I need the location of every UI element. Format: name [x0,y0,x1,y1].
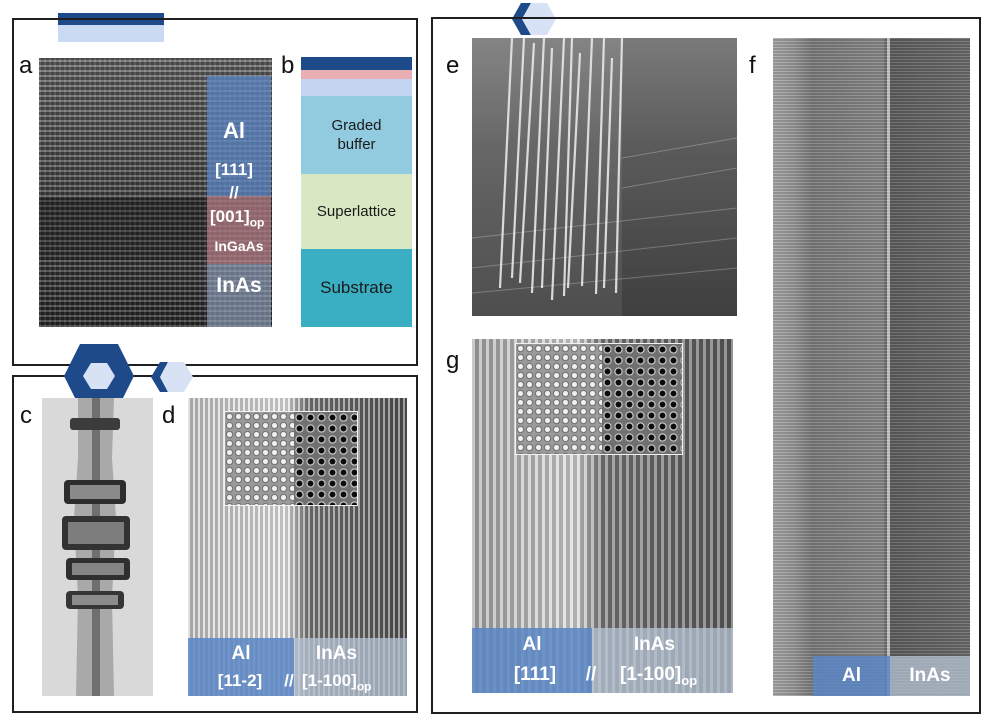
panel-a-direction2-sub: op [249,215,265,230]
chevron-small-decor-icon [151,362,193,392]
panel-a-al-overlay [207,76,271,196]
panel-b-substrate-layer: Substrate [301,249,412,327]
panel-c-letter: c [20,402,32,429]
panel-f-inas-overlay [890,656,970,696]
panel-a-direction2-text: [001] [210,207,250,226]
panel-b-light-layer [301,79,412,96]
panel-g-inas-label: InAs [633,634,676,655]
panel-b-superlattice-label: Superlattice [316,202,397,220]
panel-g-inset-inas-half [602,344,682,454]
figure-frame-ab [12,18,418,366]
figure-frame-cd [12,375,418,713]
panel-d-simulation-inset [224,411,358,506]
panel-c-tem-nanowire-image [42,398,153,696]
panel-g-al-overlay [472,628,592,693]
panel-d-al-overlay [188,638,294,696]
panel-d-inas-label: InAs [315,643,358,664]
panel-a-substrate-label: InAs [216,274,262,297]
panel-f-inas-label: InAs [909,665,951,686]
panel-f-al-label: Al [842,665,861,686]
panel-d-inas-direction-text: [1-100] [302,671,357,690]
panel-a-al-label: Al [223,118,245,143]
panel-d-inset-inas-half [293,412,357,505]
panel-a-letter: a [19,52,33,79]
panel-g-inas-direction-text: [1-100] [620,664,682,685]
hexagon-decor-icon [64,344,134,408]
panel-a-interlayer-label: InGaAs [214,238,264,254]
panel-b-pink-layer [301,70,412,79]
panel-b-letter: b [281,52,295,79]
panel-a-ingaas-overlay [207,196,271,264]
panel-a-direction2-label: [001]op [207,207,271,229]
panel-b-substrate-label: Substrate [320,277,393,297]
panel-a-inas-overlay [207,264,271,327]
panel-a-direction1-label: [111] [215,160,253,179]
panel-d-inas-direction-sub: op [356,679,372,694]
panel-d-inas-direction: [1-100]op [302,671,406,693]
panel-d-separator: // [284,671,294,690]
panel-g-al-label: Al [522,634,542,655]
panel-g-tem-image [472,339,733,693]
decor-bar-light [58,25,164,42]
panel-f-letter: f [749,52,756,79]
panel-f-al-overlay [813,656,890,696]
chevron-decor-icon [512,3,556,35]
panel-b-top-layer [301,57,412,70]
panel-g-letter: g [446,347,460,374]
panel-c-nanowire-drawing [62,398,130,696]
panel-a-separator-label: // [229,183,239,202]
panel-g-inas-direction: [1-100]op [620,664,732,688]
panel-b-buffer-layer: Graded buffer [301,96,412,174]
figure-frame-efg [431,17,981,714]
panel-e-sem-image [472,38,737,316]
panel-d-al-direction: [11-2] [217,671,263,690]
panel-e-nanowires-drawing [472,38,737,316]
panel-d-inas-overlay [294,638,407,696]
panel-g-simulation-inset [515,343,683,455]
panel-g-al-direction: [111] [513,664,557,685]
panel-g-separator: // [585,664,597,685]
panel-b-layer-stack: Graded buffer Superlattice Substrate [301,57,412,327]
panel-g-inas-overlay [592,628,733,693]
panel-d-al-label: Al [231,643,251,664]
panel-d-letter: d [162,402,176,429]
panel-f-tem-image [773,38,970,696]
panel-b-buffer-label: Graded buffer [331,116,382,154]
panel-f-interface-line [887,38,890,696]
panel-g-inas-direction-sub: op [681,672,698,688]
panel-b-superlattice-layer: Superlattice [301,174,412,249]
panel-e-letter: e [446,52,460,79]
